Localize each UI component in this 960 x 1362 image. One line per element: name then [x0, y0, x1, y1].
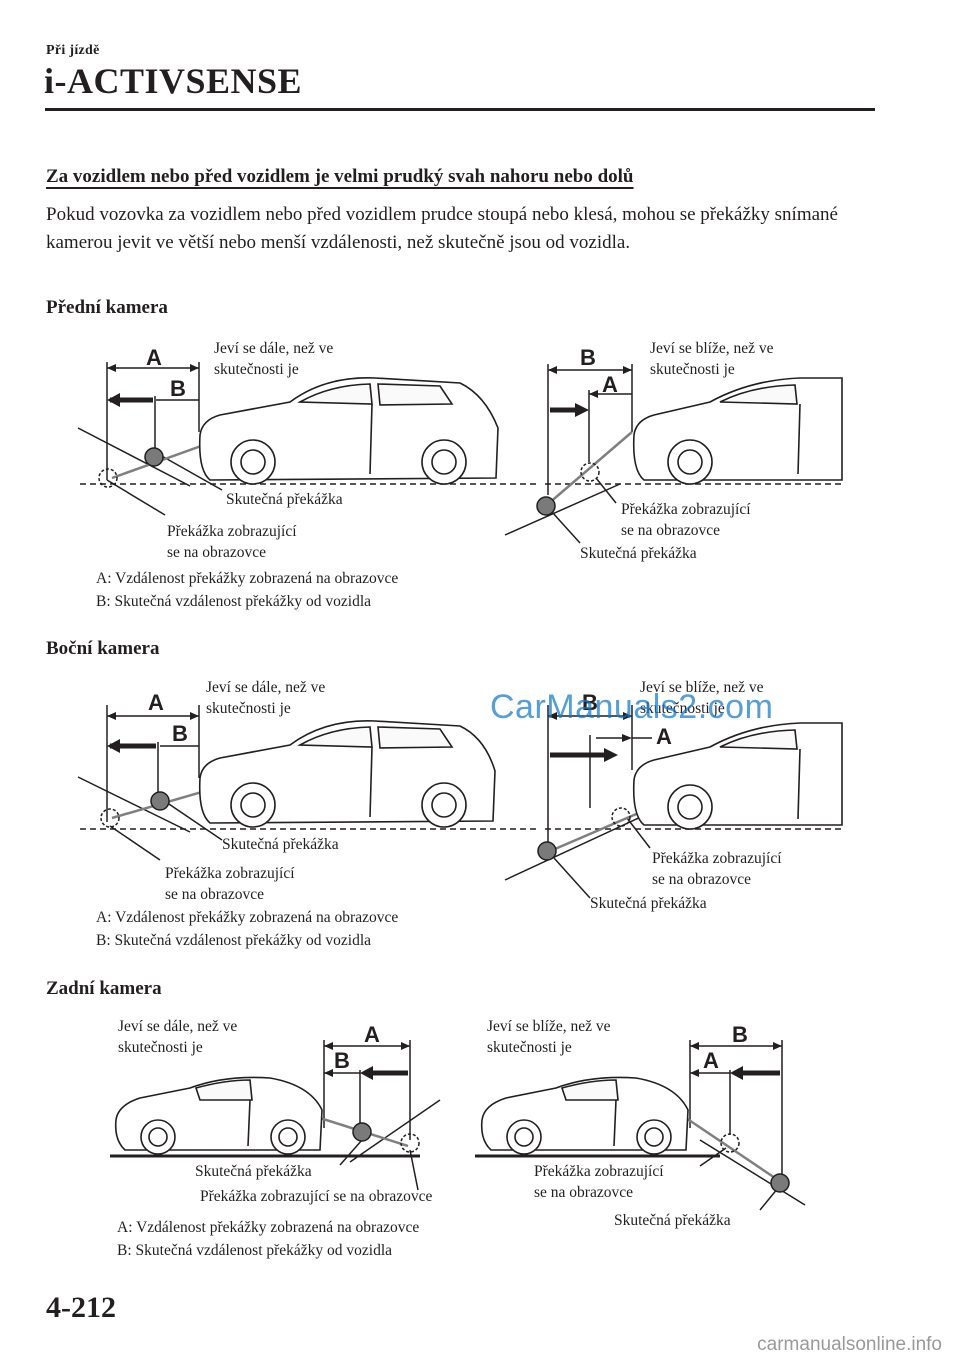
chapter-title: i-ACTIVSENSE — [44, 61, 303, 101]
rear-left-label-b: B — [334, 1048, 350, 1073]
side-right-displayed-obstacle: Překážka zobrazující se na obrazovce — [652, 850, 782, 888]
rear-right-actual-obstacle: Skutečná překážka — [614, 1212, 731, 1229]
rear-right-label-a: A — [703, 1048, 719, 1073]
front-left-displayed-obstacle: Překážka zobrazující se na obrazovce — [167, 523, 297, 561]
front-right-actual-obstacle: Skutečná překážka — [580, 545, 697, 562]
side-left-displayed-obstacle: Překážka zobrazující se na obrazovce — [165, 865, 295, 903]
rear-legend-b: B: Skutečná vzdálenost překážky od vozid… — [117, 1242, 393, 1259]
side-left-appears-farther: Jeví se dále, než ve skutečnosti je — [206, 679, 326, 717]
footer-site-link[interactable]: carmanualsonline.info — [757, 1334, 942, 1355]
side-left-label-a: A — [148, 690, 164, 715]
front-camera-heading: Přední kamera — [46, 297, 168, 318]
side-right-label-a: A — [656, 724, 672, 749]
rear-right-label-b: B — [732, 1022, 748, 1047]
front-left-label-b: B — [170, 376, 186, 401]
side-camera-heading: Boční kamera — [46, 638, 160, 659]
side-right-actual-obstacle: Skutečná překážka — [590, 895, 707, 912]
side-legend-a: A: Vzdálenost překážky zobrazená na obra… — [96, 909, 399, 926]
front-left-appears-farther: Jeví se dále, než ve skutečnosti je — [214, 340, 334, 378]
rear-left-label-a: A — [364, 1022, 380, 1047]
rear-right-displayed-obstacle: Překážka zobrazující se na obrazovce — [534, 1163, 664, 1201]
side-left-label-b: B — [172, 721, 188, 746]
front-right-appears-closer: Jeví se blíže, než ve skutečnosti je — [650, 340, 774, 378]
side-right-label-b: B — [582, 690, 598, 715]
section-heading: Za vozidlem nebo před vozidlem je velmi … — [46, 166, 634, 187]
section-paragraph: Pokud vozovka za vozidlem nebo před vozi… — [46, 204, 838, 253]
front-right-label-a: A — [602, 372, 618, 397]
watermark: CarManuals2.com — [490, 688, 774, 726]
chapter-divider — [45, 108, 875, 111]
chapter-label: Při jízdě — [46, 43, 100, 58]
page-number: 4-212 — [46, 1291, 116, 1324]
rear-left-actual-obstacle: Skutečná překážka — [195, 1163, 312, 1180]
front-right-displayed-obstacle: Překážka zobrazující se na obrazovce — [621, 501, 751, 539]
side-right-appears-closer: Jeví se blíže, než ve skutečnosti je — [640, 679, 764, 717]
rear-right-appears-closer: Jeví se blíže, než ve skutečnosti je — [487, 1018, 611, 1056]
rear-camera-heading: Zadní kamera — [46, 978, 162, 999]
front-left-label-a: A — [146, 345, 162, 370]
front-left-actual-obstacle: Skutečná překážka — [226, 491, 343, 508]
side-legend-b: B: Skutečná vzdálenost překážky od vozid… — [96, 932, 372, 949]
front-legend-a: A: Vzdálenost překážky zobrazená na obra… — [96, 570, 399, 587]
side-left-actual-obstacle: Skutečná překážka — [222, 836, 339, 853]
front-right-label-b: B — [580, 345, 596, 370]
rear-left-appears-farther: Jeví se dále, než ve skutečnosti je — [118, 1018, 238, 1056]
rear-left-displayed-obstacle: Překážka zobrazující se na obrazovce — [200, 1188, 433, 1205]
front-legend-b: B: Skutečná vzdálenost překážky od vozid… — [96, 593, 372, 610]
rear-legend-a: A: Vzdálenost překážky zobrazená na obra… — [117, 1219, 420, 1236]
